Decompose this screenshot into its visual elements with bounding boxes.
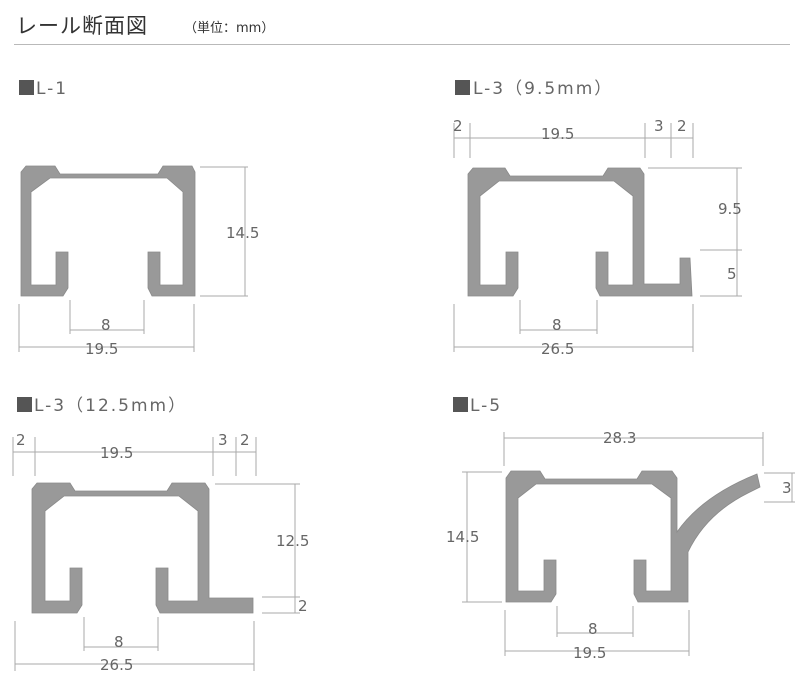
unit-note: （単位：mm）: [184, 21, 275, 36]
dim-flange: 2: [298, 597, 308, 615]
dim-b: 2: [240, 431, 250, 449]
dim-width: 19.5: [573, 644, 606, 662]
dim-top: 28.3: [603, 429, 636, 447]
screw-slot: [54, 507, 68, 521]
dim-top: 19.5: [541, 125, 574, 143]
section-label: L-1: [36, 79, 68, 99]
section-marker: [17, 397, 32, 412]
section-l3-12-5: L-3（12.5mm） 2 19.5 3 2 12.5 2 8 26.5: [12, 396, 309, 674]
dim-inner: 8: [552, 316, 562, 334]
dim-inner: 8: [114, 633, 124, 651]
section-label: L-3（12.5mm）: [34, 396, 187, 416]
dim-height: 12.5: [276, 532, 309, 550]
screw-slot: [647, 493, 661, 507]
dim-b: 2: [677, 117, 687, 135]
screw-slot: [527, 493, 541, 507]
dim-a: 3: [654, 117, 664, 135]
dim-right: 3: [782, 479, 792, 497]
dim-a: 3: [218, 431, 228, 449]
screw-slot: [610, 191, 624, 205]
rail-profile: [31, 482, 254, 614]
dim-left: 2: [16, 431, 26, 449]
section-l3-9-5: L-3（9.5mm） 2 19.5 3 2 9.5 5 8 26.5: [453, 79, 742, 358]
section-marker: [453, 397, 468, 412]
dim-inner: 8: [588, 620, 598, 638]
section-label: L-5: [470, 396, 502, 416]
section-l5: L-5 28.3 3 14.5 8 19.5: [446, 396, 795, 662]
section-marker: [455, 80, 470, 95]
dim-height: 14.5: [226, 224, 259, 242]
dim-height: 14.5: [446, 528, 479, 546]
page-header: レール断面図 （単位：mm）: [14, 4, 790, 45]
dim-top: 19.5: [100, 444, 133, 462]
rail-profile: [467, 167, 693, 297]
page-title: レール断面図: [16, 14, 148, 38]
dim-width: 19.5: [85, 340, 118, 358]
dim-flange: 5: [727, 265, 737, 283]
rail-profile: [20, 165, 196, 297]
dim-width: 26.5: [100, 656, 133, 674]
screw-slot: [44, 187, 58, 201]
dim-height: 9.5: [718, 200, 742, 218]
section-marker: [19, 80, 34, 95]
section-label: L-3（9.5mm）: [473, 79, 613, 99]
dim-left: 2: [453, 117, 463, 135]
screw-slot: [158, 187, 172, 201]
section-l1: L-1 14.5 8 19.5: [18, 79, 259, 358]
dim-width: 26.5: [541, 340, 574, 358]
dim-inner: 8: [101, 316, 111, 334]
screw-slot: [489, 191, 503, 205]
screw-slot: [176, 507, 190, 521]
rail-profile: [505, 470, 761, 603]
